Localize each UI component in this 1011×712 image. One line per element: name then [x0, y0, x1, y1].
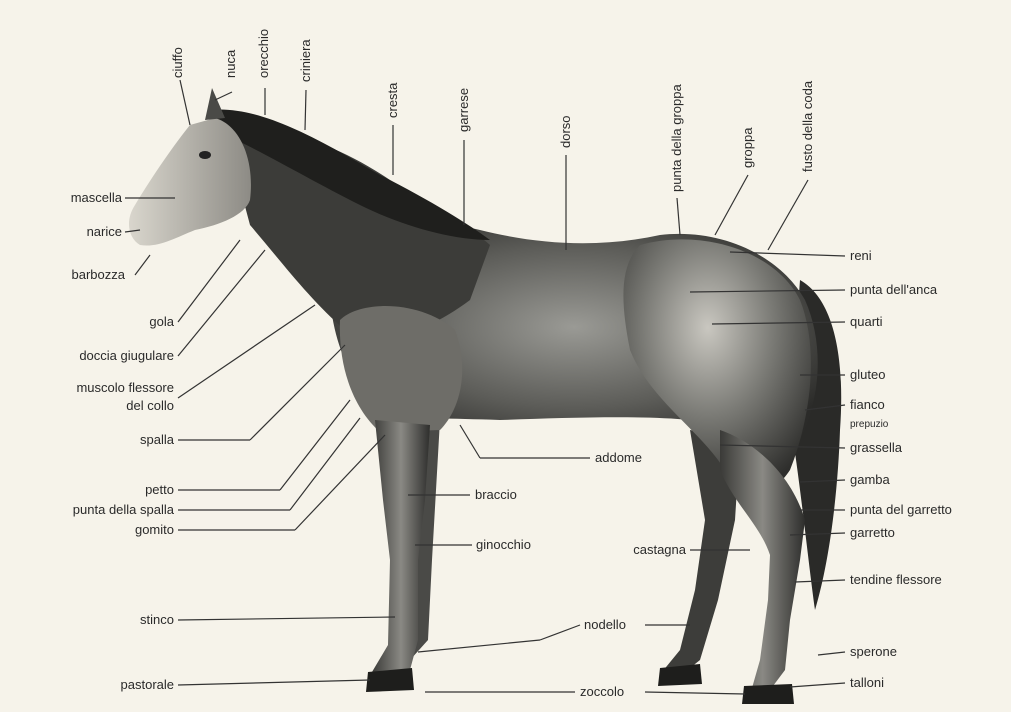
label-muscolo-flessore: muscolo flessore	[76, 380, 174, 395]
label-stinco: stinco	[140, 612, 174, 627]
label-nodello: nodello	[584, 617, 626, 632]
left-labels: mascella narice barbozza gola doccia giu…	[71, 190, 175, 692]
fore-hoof	[366, 668, 414, 692]
label-del-collo: del collo	[126, 398, 174, 413]
label-barbozza: barbozza	[72, 267, 126, 282]
far-hind-hoof	[658, 664, 702, 686]
label-gomito: gomito	[135, 522, 174, 537]
label-fusto-coda: fusto della coda	[800, 80, 815, 172]
label-tendine-flessore: tendine flessore	[850, 572, 942, 587]
label-garretto: garretto	[850, 525, 895, 540]
head-shape	[129, 118, 251, 246]
hind-hoof	[742, 684, 794, 704]
label-cresta: cresta	[385, 82, 400, 118]
label-spalla: spalla	[140, 432, 175, 447]
horse-figure	[129, 88, 841, 704]
label-castagna: castagna	[633, 542, 687, 557]
label-ginocchio: ginocchio	[476, 537, 531, 552]
eye-shape	[199, 151, 211, 159]
shoulder-shape	[340, 306, 462, 432]
label-talloni: talloni	[850, 675, 884, 690]
label-mascella: mascella	[71, 190, 123, 205]
label-quarti: quarti	[850, 314, 883, 329]
near-hindleg	[720, 430, 805, 690]
middle-labels: addome braccio ginocchio castagna nodell…	[475, 450, 687, 699]
label-ciuffo: ciuffo	[170, 47, 185, 78]
label-gluteo: gluteo	[850, 367, 885, 382]
label-punta-anca: punta dell'anca	[850, 282, 938, 297]
label-pastorale: pastorale	[121, 677, 174, 692]
label-reni: reni	[850, 248, 872, 263]
right-labels: reni punta dell'anca quarti gluteo fianc…	[850, 248, 952, 690]
label-orecchio: orecchio	[256, 29, 271, 78]
label-fianco: fianco	[850, 397, 885, 412]
label-nuca: nuca	[223, 49, 238, 78]
label-narice: narice	[87, 224, 122, 239]
label-criniera: criniera	[298, 39, 313, 82]
label-prepuzio: prepuzio	[850, 419, 889, 430]
label-dorso: dorso	[558, 115, 573, 148]
label-garrese: garrese	[456, 88, 471, 132]
hindquarter-shape	[623, 239, 810, 492]
label-gola: gola	[149, 314, 174, 329]
label-grassella: grassella	[850, 440, 903, 455]
ear-shape	[205, 88, 225, 120]
label-petto: petto	[145, 482, 174, 497]
label-braccio: braccio	[475, 487, 517, 502]
label-addome: addome	[595, 450, 642, 465]
label-doccia-giugulare: doccia giugulare	[79, 348, 174, 363]
label-sperone: sperone	[850, 644, 897, 659]
label-zoccolo: zoccolo	[580, 684, 624, 699]
label-gamba: gamba	[850, 472, 891, 487]
label-groppa: groppa	[740, 127, 755, 168]
label-punta-groppa: punta della groppa	[669, 84, 684, 192]
label-punta-spalla: punta della spalla	[73, 502, 175, 517]
label-punta-garretto: punta del garretto	[850, 502, 952, 517]
